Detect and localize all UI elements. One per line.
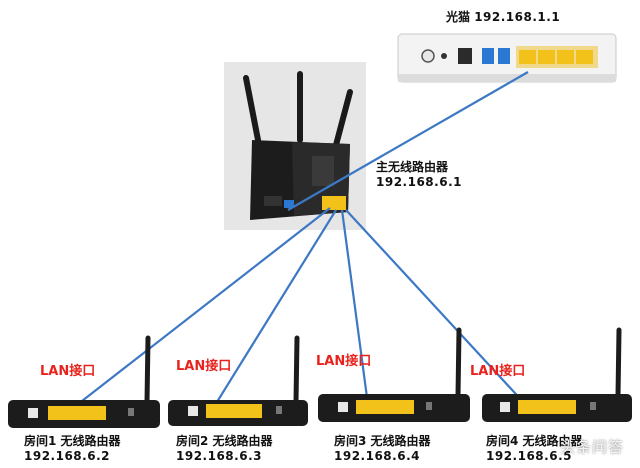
- cable-modem-main: [287, 71, 529, 211]
- room-ip: 192.168.6.4: [334, 449, 420, 463]
- room-ip: 192.168.6.2: [24, 449, 110, 463]
- room-label-1: 房间1 无线路由器 192.168.6.2: [24, 434, 121, 464]
- main-router-label: 主无线路由器 192.168.6.1: [376, 160, 462, 190]
- cable-main-room3: [340, 209, 370, 406]
- modem-name: 光猫: [446, 10, 471, 24]
- room-label-3: 房间3 无线路由器 192.168.6.4: [334, 434, 431, 464]
- main-router-device: [224, 62, 366, 230]
- cable-main-room2: [211, 209, 337, 411]
- cable-main-room4: [345, 209, 527, 406]
- room-router-1: [8, 335, 160, 428]
- lan-port-label-3: LAN接口: [316, 354, 372, 369]
- room-name: 房间1 无线路由器: [24, 434, 121, 448]
- room-name: 房间4 无线路由器: [486, 434, 583, 448]
- room-name: 房间3 无线路由器: [334, 434, 431, 448]
- lan-port-label-4: LAN接口: [470, 364, 526, 379]
- room-router-2: [168, 335, 308, 426]
- room-ip: 192.168.6.5: [486, 449, 572, 463]
- cable-main-room1: [63, 207, 331, 416]
- main-router-ip: 192.168.6.1: [376, 175, 462, 189]
- cables: [63, 71, 529, 416]
- room-ip: 192.168.6.3: [176, 449, 262, 463]
- lan-port-label-1: LAN接口: [40, 364, 96, 379]
- room-name: 房间2 无线路由器: [176, 434, 273, 448]
- room-label-2: 房间2 无线路由器 192.168.6.3: [176, 434, 273, 464]
- room-router-4: [482, 327, 632, 422]
- modem-label: 光猫 192.168.1.1: [446, 10, 560, 25]
- main-router-name: 主无线路由器: [376, 160, 449, 174]
- modem-ip: 192.168.1.1: [474, 10, 561, 24]
- room-router-3: [318, 327, 470, 422]
- modem-device: [397, 33, 617, 83]
- room-label-4: 房间4 无线路由器 192.168.6.5: [486, 434, 583, 464]
- watermark: 头条问答: [560, 438, 625, 456]
- lan-port-label-2: LAN接口: [176, 359, 232, 374]
